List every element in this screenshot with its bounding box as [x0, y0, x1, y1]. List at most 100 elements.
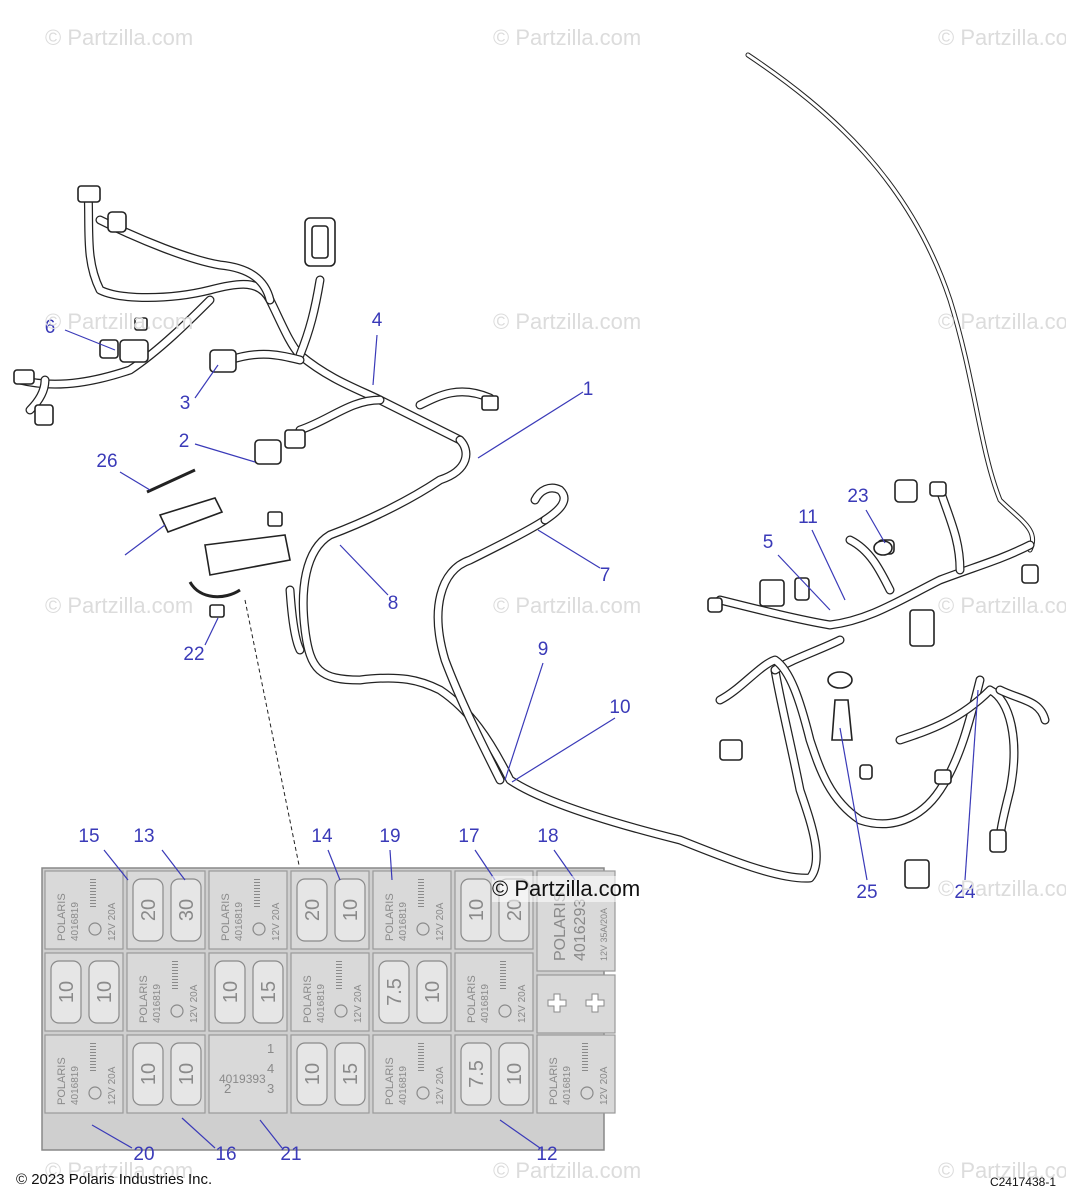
callout-23: 23 — [847, 486, 868, 507]
fuse-slot — [132, 878, 164, 942]
watermark-low-left: © Partzilla.com — [45, 593, 194, 618]
callout-leader — [511, 717, 616, 783]
watermark-footer-right: © Partzilla.com — [938, 1158, 1066, 1183]
relay-rating: 12V 20A — [271, 902, 282, 941]
relay-rating: 12V 20A — [517, 984, 528, 1023]
front-harness — [13, 185, 499, 465]
relay-brand: POLARIS — [466, 975, 478, 1023]
fuse-slot — [460, 1042, 492, 1106]
callout-leader — [64, 329, 116, 351]
callout-22: 22 — [183, 644, 204, 665]
callout-2: 2 — [179, 431, 190, 452]
relay-brand: POLARIS — [220, 893, 232, 941]
callout-8: 8 — [388, 593, 399, 614]
relay-logo-icon — [252, 922, 266, 936]
callout-26: 26 — [96, 451, 117, 472]
fuse-slot — [214, 960, 246, 1024]
fuse-value: 10 — [466, 899, 488, 921]
callout-leader — [259, 1119, 283, 1149]
fuse-box-leader — [244, 599, 301, 871]
fuse-value: 15 — [258, 981, 280, 1003]
relay-part: 4016819 — [234, 902, 245, 941]
callout-5: 5 — [763, 532, 774, 553]
relay-rating: 12V 20A — [189, 984, 200, 1023]
fuse-value: 30 — [176, 899, 198, 921]
callout-15: 15 — [78, 826, 99, 847]
watermark-bottom-right: © Partzilla.com — [938, 876, 1066, 901]
callout-7: 7 — [600, 565, 611, 586]
relay-brand: POLARIS — [302, 975, 314, 1023]
callout-leader — [504, 662, 544, 781]
rear-harness — [707, 479, 1050, 889]
callout-leader — [194, 443, 256, 463]
callout-16: 16 — [215, 1144, 236, 1165]
callout-leader — [389, 849, 393, 881]
fuse-slot — [132, 1042, 164, 1106]
relay-rating: 12V 20A — [435, 902, 446, 941]
callout-leader — [181, 1117, 216, 1149]
callout-leader — [477, 391, 584, 459]
fuse-value: 10 — [302, 1063, 324, 1085]
relay-logo-icon — [88, 922, 102, 936]
fuse-value: 10 — [504, 1063, 526, 1085]
fuse-slot — [296, 1042, 328, 1106]
callout-leader — [777, 554, 831, 611]
fuse-slot — [252, 960, 284, 1024]
callout-24: 24 — [954, 882, 976, 903]
callout-leader — [161, 849, 186, 881]
callout-leader — [839, 727, 868, 881]
callout-14: 14 — [311, 826, 333, 847]
callout-13: 13 — [133, 826, 154, 847]
callout-3: 3 — [180, 393, 191, 414]
fuse-slot — [50, 960, 82, 1024]
relay-part: 4016819 — [70, 1066, 81, 1105]
callout-20: 20 — [133, 1144, 154, 1165]
relay-brand: POLARIS — [384, 1057, 396, 1105]
fuse-value: 20 — [302, 899, 324, 921]
callout-leader — [372, 334, 378, 386]
diode-pin-4: 4 — [267, 1061, 274, 1076]
main-relay-rating: 12V 35A/20A — [599, 908, 609, 961]
fuse-value: 10 — [94, 981, 116, 1003]
fuse-value: 10 — [138, 1063, 160, 1085]
callout-10: 10 — [609, 697, 630, 718]
relay-logo-icon — [88, 1086, 102, 1100]
diode-pin-2: 2 — [224, 1081, 231, 1096]
fuse-slot — [498, 1042, 530, 1106]
fuse-value: 10 — [422, 981, 444, 1003]
callout-25: 25 — [856, 882, 877, 903]
relay-brand: POLARIS — [56, 893, 68, 941]
callout-leader — [327, 849, 341, 881]
relay-logo-icon — [416, 922, 430, 936]
diode-pin-3: 3 — [267, 1081, 274, 1096]
relay-logo-icon — [170, 1004, 184, 1018]
watermark-top-left: © Partzilla.com — [45, 25, 194, 50]
callout-leader — [964, 689, 979, 881]
fuse-value: 7.5 — [384, 978, 406, 1006]
fuse-slot — [170, 878, 202, 942]
callout-leader — [124, 524, 166, 556]
callout-11: 11 — [798, 507, 818, 528]
callout-leader — [474, 849, 496, 881]
fuse-pair: 10 10 — [126, 1034, 206, 1114]
relay-rating: 12V 20A — [435, 1066, 446, 1105]
relay-part: 4016819 — [316, 984, 327, 1023]
watermark-footer-left: © Partzilla.com — [45, 1158, 194, 1183]
diode-pin-1: 1 — [267, 1041, 274, 1056]
fuse-slot — [334, 878, 366, 942]
relay-part: 4016819 — [480, 984, 491, 1023]
fuse-value: 10 — [176, 1063, 198, 1085]
